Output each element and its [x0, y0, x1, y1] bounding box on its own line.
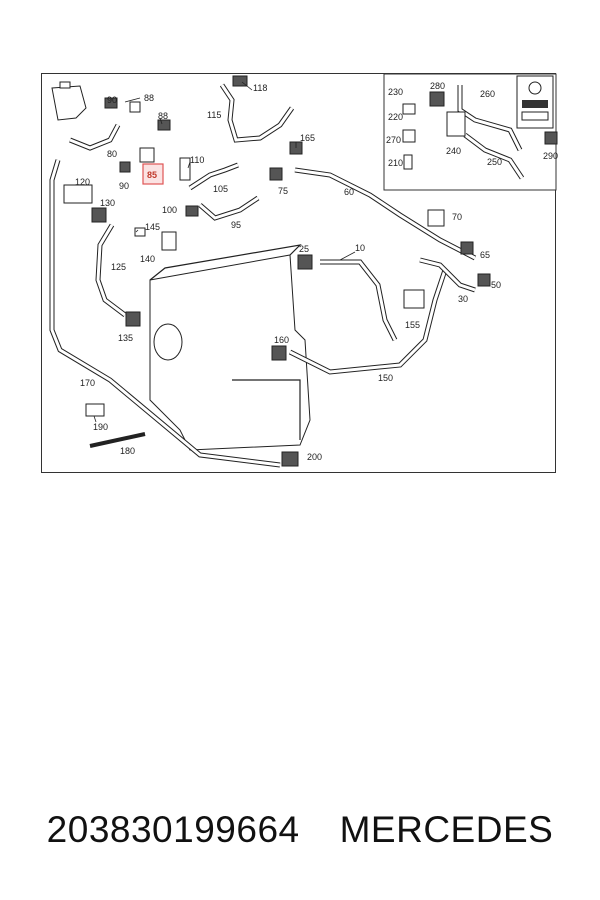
- label-60: 60: [344, 187, 354, 197]
- label-115: 115: [207, 110, 221, 120]
- label-220: 220: [388, 112, 403, 122]
- label-95: 95: [231, 220, 241, 230]
- brand-name: MERCEDES: [339, 809, 554, 850]
- clamp-280: [429, 91, 445, 107]
- label-105: 105: [213, 184, 228, 194]
- label-165: 165: [300, 133, 315, 143]
- label-135: 135: [118, 333, 133, 343]
- highlight-part-85[interactable]: 85: [142, 163, 164, 185]
- label-280: 280: [430, 81, 445, 91]
- label-240: 240: [446, 146, 461, 156]
- label-10: 10: [355, 243, 365, 253]
- label-110: 110: [190, 155, 204, 165]
- engine-block: [149, 244, 311, 451]
- sensor-110: [179, 157, 191, 181]
- parts-diagram-frame: [41, 73, 556, 473]
- label-50: 50: [491, 280, 501, 290]
- hose-10: [320, 259, 398, 342]
- hose-30: [419, 257, 476, 293]
- thermostat-120: [63, 184, 93, 204]
- bolt-145: [134, 227, 146, 237]
- label-190: 190: [93, 422, 108, 432]
- bracket-70: [427, 209, 445, 227]
- clamp-130: [91, 207, 107, 223]
- label-30: 30: [458, 294, 468, 304]
- cable-tie-180: [89, 432, 146, 448]
- label-80: 80: [107, 149, 117, 159]
- part-210: [403, 154, 413, 170]
- label-100: 100: [162, 205, 177, 215]
- part-190: [85, 403, 105, 417]
- label-210: 210: [388, 158, 403, 168]
- label-120: 120: [75, 177, 90, 187]
- label-140: 140: [140, 254, 155, 264]
- product-caption: 203830199664 MERCEDES: [0, 800, 600, 860]
- label-70: 70: [452, 212, 462, 222]
- label-90b: 90: [119, 181, 129, 191]
- clamp-90-top: [104, 97, 118, 109]
- label-250: 250: [487, 157, 502, 167]
- part-270: [402, 129, 416, 143]
- label-270: 270: [386, 135, 401, 145]
- label-290: 290: [543, 151, 558, 161]
- part-number: 203830199664: [46, 809, 300, 850]
- label-145: 145: [145, 222, 160, 232]
- clamp-160: [271, 345, 287, 361]
- bracket-140: [161, 231, 177, 251]
- valve-240: [446, 111, 466, 137]
- label-90a: 90: [107, 95, 117, 105]
- label-230: 230: [388, 87, 403, 97]
- parts-diagram: 10 25 30 50 60 65 70 75 80 88 88 90 90 9…: [49, 73, 558, 468]
- highlight-box: [142, 163, 164, 185]
- part-88: [129, 101, 141, 113]
- label-180: 180: [120, 446, 135, 456]
- clamp-25: [297, 254, 313, 270]
- expansion-tank: [51, 81, 87, 121]
- label-160: 160: [274, 335, 289, 345]
- clamp-90-bottom: [119, 161, 131, 173]
- pipe-150: [288, 269, 448, 375]
- label-125: 125: [111, 262, 126, 272]
- label-118: 118: [253, 83, 267, 93]
- label-260: 260: [480, 89, 495, 99]
- clamp-118: [232, 75, 248, 87]
- control-unit-icon: [516, 75, 554, 129]
- clamp-65: [460, 241, 474, 255]
- label-170: 170: [80, 378, 95, 388]
- label-88a: 88: [144, 93, 154, 103]
- clamp-88: [157, 119, 171, 131]
- clamp-135: [125, 311, 141, 327]
- label-155: 155: [405, 320, 420, 330]
- bracket-155: [403, 289, 425, 309]
- label-75: 75: [278, 186, 288, 196]
- clamp-50: [477, 273, 491, 287]
- label-25: 25: [299, 244, 309, 254]
- clamp-290: [544, 131, 558, 145]
- clamp-200: [281, 451, 299, 467]
- part-85: [139, 147, 155, 163]
- label-85: 85: [147, 170, 157, 180]
- clamp-100: [185, 205, 199, 217]
- part-220: [402, 103, 416, 115]
- label-88b: 88: [158, 111, 168, 121]
- label-130: 130: [100, 198, 115, 208]
- label-150: 150: [378, 373, 393, 383]
- label-200: 200: [307, 452, 322, 462]
- label-65: 65: [480, 250, 490, 260]
- clamp-75: [269, 167, 283, 181]
